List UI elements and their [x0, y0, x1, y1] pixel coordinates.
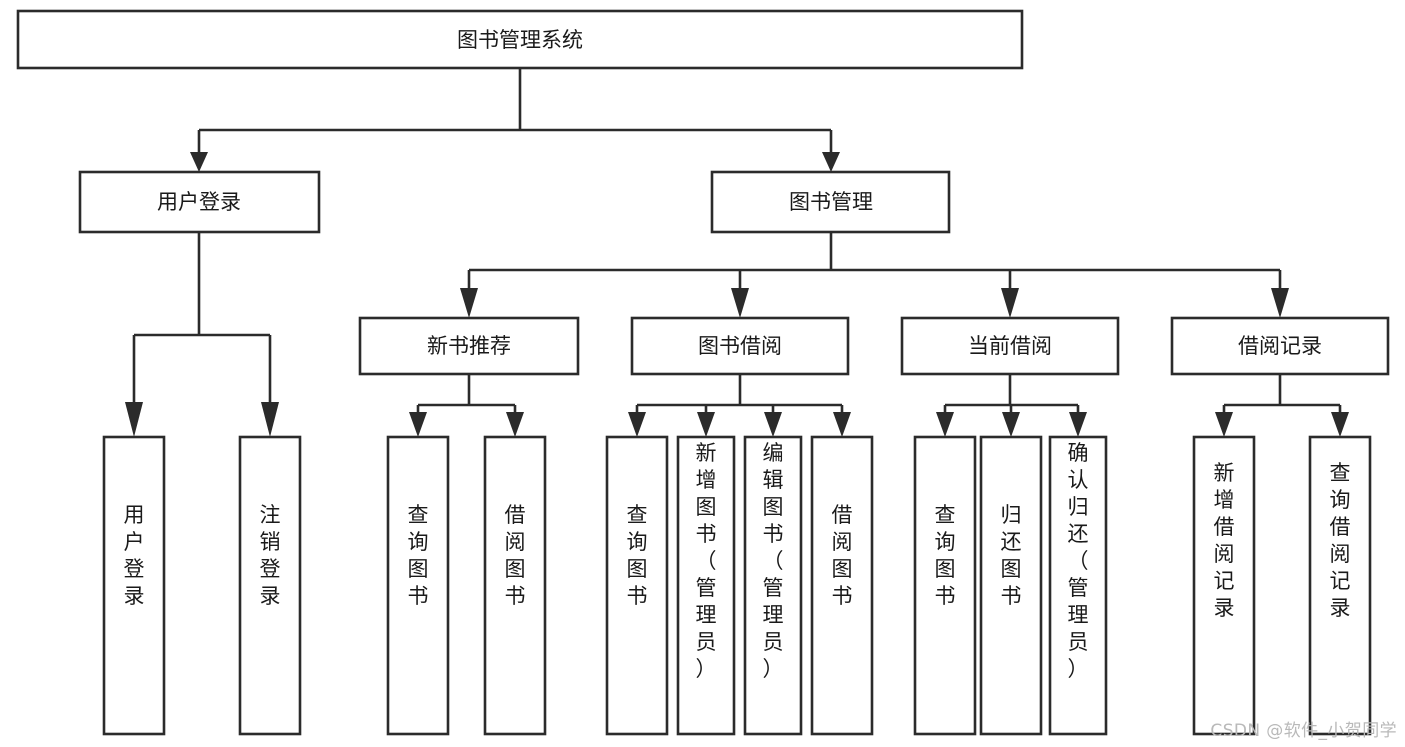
leaf-label-bb-add-book: 新增图书（管理员）: [696, 441, 717, 681]
borrow-records-box[interactable]: [1170, 316, 1390, 376]
arrow-head-cb-leaf-3: [1069, 412, 1087, 437]
leaf-label-bb-query-book: 查询图书: [627, 503, 648, 608]
arrow-head-borrow-records: [1271, 288, 1289, 318]
new-book-recommend-label: 新书推荐: [427, 334, 511, 358]
leaf-box-bb-borrow-book[interactable]: [810, 435, 874, 736]
arrow-head-bb-leaf-4: [833, 412, 851, 437]
book-management-label: 图书管理: [789, 190, 873, 214]
leaf-node[interactable]: 注销登录: [238, 435, 302, 736]
arrow-head-book-borrow: [731, 288, 749, 318]
leaf-node[interactable]: 归还图书: [979, 435, 1043, 736]
arrow-head-br-leaf-2: [1331, 412, 1349, 437]
leaf-box-cb-return-book[interactable]: [979, 435, 1043, 736]
leaf-box-cb-query-book[interactable]: [913, 435, 977, 736]
leaf-box-bb-edit-book[interactable]: [743, 435, 803, 736]
node-borrow-records[interactable]: 借阅记录: [1170, 316, 1390, 376]
leaf-box-bb-add-book[interactable]: [676, 435, 736, 736]
book-borrow-box[interactable]: [630, 316, 850, 376]
book-management-box[interactable]: [710, 170, 951, 234]
node-new-book-recommend[interactable]: 新书推荐: [358, 316, 580, 376]
arrow-head-br-leaf-1: [1215, 412, 1233, 437]
leaf-node[interactable]: 确认归还（管理员）: [1048, 435, 1108, 736]
leaf-node[interactable]: 查询图书: [605, 435, 669, 736]
arrow-head-leaf-user-login: [125, 402, 143, 437]
current-borrow-box[interactable]: [900, 316, 1120, 376]
node-book-borrow[interactable]: 图书借阅: [630, 316, 850, 376]
leaf-node[interactable]: 查询借阅记录: [1308, 435, 1372, 736]
leaf-box-nb-query-book[interactable]: [386, 435, 450, 736]
leaf-box-nb-borrow-book[interactable]: [483, 435, 547, 736]
leaf-label-cb-confirm-return: 确认归还（管理员）: [1068, 441, 1089, 681]
arrow-head-new-book: [460, 288, 478, 318]
node-user-login[interactable]: 用户登录: [78, 170, 321, 234]
leaf-box-br-query-record[interactable]: [1308, 435, 1372, 736]
user-login-box[interactable]: [78, 170, 321, 234]
leaf-label-nb-borrow-book: 借阅图书: [505, 503, 526, 608]
book-borrow-label: 图书借阅: [698, 334, 782, 358]
arrow-head-book-mgmt: [822, 152, 840, 172]
arrow-head-leaf-logout: [261, 402, 279, 437]
user-login-label: 用户登录: [157, 190, 241, 214]
leaf-box-br-add-record[interactable]: [1192, 435, 1256, 736]
leaf-label-bb-borrow-book: 借阅图书: [832, 503, 853, 608]
leaf-node[interactable]: 编辑图书（管理员）: [743, 435, 803, 736]
csdn-watermark: CSDN @软件_小贺同学: [1210, 721, 1397, 741]
arrow-head-bb-leaf-1: [628, 412, 646, 437]
leaf-box-bb-query-book[interactable]: [605, 435, 669, 736]
arrow-head-nb-leaf-1: [409, 412, 427, 437]
leaf-label-logout: 注销登录: [260, 503, 281, 608]
leaf-label-cb-query-book: 查询图书: [935, 503, 956, 608]
leaf-label-user-login: 用户登录: [124, 503, 145, 608]
leaf-label-br-add-record: 新增借阅记录: [1214, 461, 1235, 620]
leaf-label-br-query-record: 查询借阅记录: [1330, 461, 1351, 620]
leaf-node[interactable]: 查询图书: [913, 435, 977, 736]
root-label: 图书管理系统: [457, 28, 583, 52]
current-borrow-label: 当前借阅: [968, 334, 1052, 358]
leaf-box-cb-confirm-return[interactable]: [1048, 435, 1108, 736]
leaf-label-bb-edit-book: 编辑图书（管理员）: [763, 441, 784, 681]
arrow-head-bb-leaf-2: [697, 412, 715, 437]
leaf-label-nb-query-book: 查询图书: [408, 503, 429, 608]
leaf-node[interactable]: 用户登录: [102, 435, 166, 736]
leaf-node[interactable]: 借阅图书: [483, 435, 547, 736]
arrow-head-bb-leaf-3: [764, 412, 782, 437]
leaf-node[interactable]: 查询图书: [386, 435, 450, 736]
arrow-head-cb-leaf-1: [936, 412, 954, 437]
arrow-head-cb-leaf-2: [1002, 412, 1020, 437]
leaf-node[interactable]: 新增图书（管理员）: [676, 435, 736, 736]
node-book-management[interactable]: 图书管理: [710, 170, 951, 234]
new-book-recommend-box[interactable]: [358, 316, 580, 376]
node-root-system[interactable]: 图书管理系统: [16, 9, 1024, 70]
leaf-box-logout[interactable]: [238, 435, 302, 736]
root-box[interactable]: [16, 9, 1024, 70]
leaf-label-cb-return-book: 归还图书: [1001, 503, 1022, 608]
connector-layer: [125, 68, 1349, 437]
leaf-node[interactable]: 新增借阅记录: [1192, 435, 1256, 736]
arrow-head-current-borrow: [1001, 288, 1019, 318]
leaf-node[interactable]: 借阅图书: [810, 435, 874, 736]
borrow-records-label: 借阅记录: [1238, 334, 1322, 358]
arrow-head-nb-leaf-2: [506, 412, 524, 437]
arrow-head-user-login: [190, 152, 208, 172]
node-current-borrow[interactable]: 当前借阅: [900, 316, 1120, 376]
leaf-box-user-login[interactable]: [102, 435, 166, 736]
